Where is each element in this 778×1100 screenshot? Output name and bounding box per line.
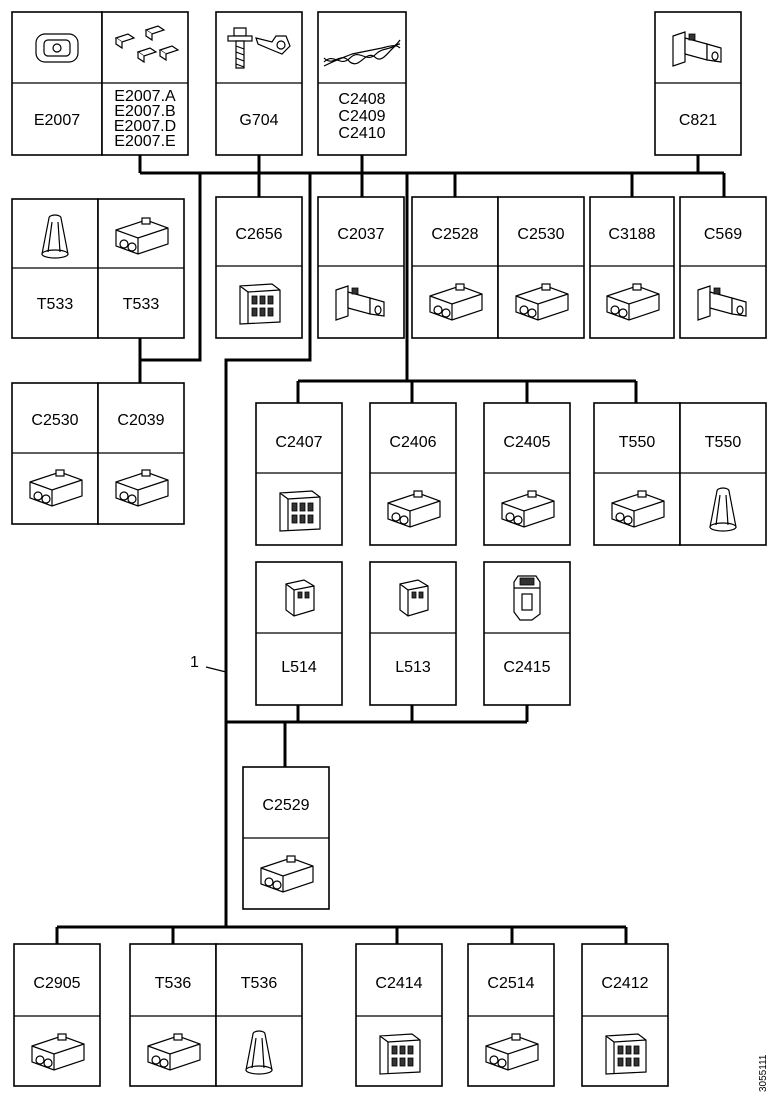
connector-label: T533 (37, 296, 74, 313)
connector-label: C2039 (117, 412, 164, 429)
connector-box-c2405[interactable]: C2405 (483, 402, 571, 546)
connector-box-c2408[interactable]: C2408 C2409 C2410 (317, 11, 407, 156)
connector-box-t536-cover[interactable]: T536 (215, 943, 303, 1087)
connector-label: C2514 (487, 975, 534, 992)
connector-box-c2406[interactable]: C2406 (369, 402, 457, 546)
sensor-connector-icon (513, 575, 541, 621)
connector-label: T550 (705, 434, 742, 451)
connector-box-c2530-top[interactable]: C2530 (497, 196, 585, 339)
connector-box-c821[interactable]: C821 (654, 11, 742, 156)
connector-label: C3188 (608, 226, 655, 243)
connector-label: E2007.E (114, 133, 175, 150)
connector-box-c2407[interactable]: C2407 (255, 402, 343, 546)
connector-label: C2412 (601, 975, 648, 992)
connector-label: C821 (679, 112, 717, 129)
connector-box-c2656[interactable]: C2656 (215, 196, 303, 339)
connector-label: C2408 (338, 91, 385, 108)
connector-label: C2905 (33, 975, 80, 992)
connector-box-c2039[interactable]: C2039 (97, 382, 185, 525)
small-plug-icon (399, 579, 429, 617)
connector-label: C2528 (431, 226, 478, 243)
multi-pin-connector-icon (279, 490, 321, 532)
connector-box-c2415[interactable]: C2415 (483, 561, 571, 706)
connector-box-t533-connector[interactable]: T533 (97, 198, 185, 339)
connector-box-l513[interactable]: L513 (369, 561, 457, 706)
connector-label: C2529 (262, 797, 309, 814)
connector-label: C2407 (275, 434, 322, 451)
connector-label: G704 (239, 112, 278, 129)
connector-label: E2007 (34, 112, 80, 129)
connector-box-e2007-subs[interactable]: E2007.A E2007.B E2007.D E2007.E (101, 11, 189, 156)
connector-label: E2007.D (114, 118, 176, 135)
connector-label: C2530 (517, 226, 564, 243)
connector-label: L514 (281, 659, 317, 676)
connector-label: C569 (704, 226, 742, 243)
connector-box-e2007[interactable]: E2007 (11, 11, 103, 156)
connector-box-c2037[interactable]: C2037 (317, 196, 405, 339)
connector-label: C2530 (31, 412, 78, 429)
connector-label: T533 (123, 296, 160, 313)
connector-box-t536-connector[interactable]: T536 (129, 943, 217, 1087)
flat-connector-icon (35, 33, 79, 63)
connector-box-c3188[interactable]: C3188 (589, 196, 675, 339)
connector-box-t550-connector[interactable]: T550 (593, 402, 681, 546)
connector-label: C2406 (389, 434, 436, 451)
connector-box-t533-cover[interactable]: T533 (11, 198, 99, 339)
connector-label: C2656 (235, 226, 282, 243)
multi-pin-connector-icon (379, 1033, 421, 1075)
connector-label: C2415 (503, 659, 550, 676)
connector-box-c2528[interactable]: C2528 (411, 196, 499, 339)
connector-label: E2007.B (114, 103, 175, 120)
connector-box-c2905[interactable]: C2905 (13, 943, 101, 1087)
connector-label: T550 (619, 434, 656, 451)
connector-label: C2409 (338, 108, 385, 125)
connector-box-c2412[interactable]: C2412 (581, 943, 669, 1087)
connector-label: T536 (241, 975, 278, 992)
connector-label: C2405 (503, 434, 550, 451)
connector-label: T536 (155, 975, 192, 992)
connector-label: L513 (395, 659, 431, 676)
harness-wires (55, 155, 726, 944)
document-id: 3055111 (758, 1054, 769, 1092)
multi-pin-connector-icon (239, 283, 281, 325)
connector-box-l514[interactable]: L514 (255, 561, 343, 706)
connector-label: C2037 (337, 226, 384, 243)
connector-box-t550-cover[interactable]: T550 (679, 402, 767, 546)
connector-box-g704[interactable]: G704 (215, 11, 303, 156)
connector-box-c2529[interactable]: C2529 (242, 766, 330, 910)
connector-box-c569[interactable]: C569 (679, 196, 767, 339)
connector-box-c2414[interactable]: C2414 (355, 943, 443, 1087)
harness-callout-label: 1 (190, 654, 199, 671)
connector-box-c2514[interactable]: C2514 (467, 943, 555, 1087)
connector-label: C2414 (375, 975, 422, 992)
multi-pin-connector-icon (605, 1033, 647, 1075)
connector-box-c2530-left[interactable]: C2530 (11, 382, 99, 525)
connector-label: C2410 (338, 125, 385, 142)
connector-label: E2007.A (114, 88, 176, 105)
small-plug-icon (285, 579, 315, 617)
